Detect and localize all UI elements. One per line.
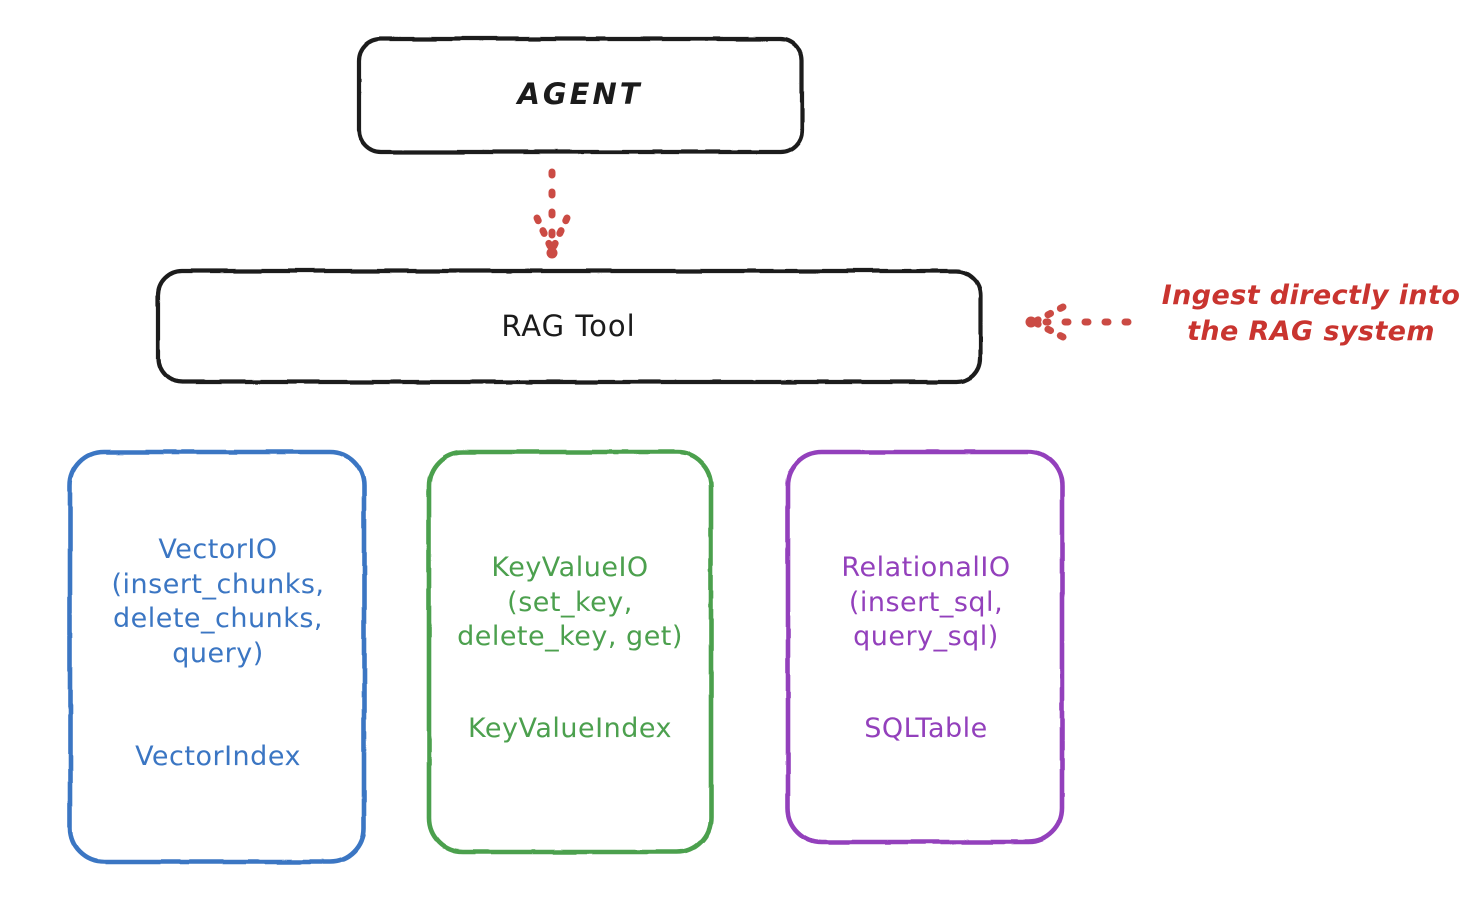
arrowhead-top: [1032, 303, 1067, 325]
agent-to-rag-arrow: [533, 168, 571, 259]
vector-store-box: [67, 449, 367, 865]
rag-tool-node[interactable]: [155, 268, 983, 385]
vector-store-node[interactable]: [67, 449, 367, 865]
keyvalue-store-box: [426, 449, 714, 855]
arrow-tip: [546, 247, 558, 259]
keyvalue-store-node[interactable]: [426, 449, 714, 855]
arrowhead-left: [533, 214, 555, 252]
relational-store-box: [785, 449, 1065, 845]
arrowhead-right: [549, 214, 571, 252]
arrow-tip: [1025, 316, 1037, 328]
note-to-rag-arrow: [1025, 303, 1132, 341]
relational-store-node[interactable]: [785, 449, 1065, 845]
arrowhead-bottom: [1032, 319, 1067, 341]
agent-box: [356, 36, 805, 155]
agent-node[interactable]: [356, 36, 805, 155]
rag-tool-box: [155, 268, 983, 385]
